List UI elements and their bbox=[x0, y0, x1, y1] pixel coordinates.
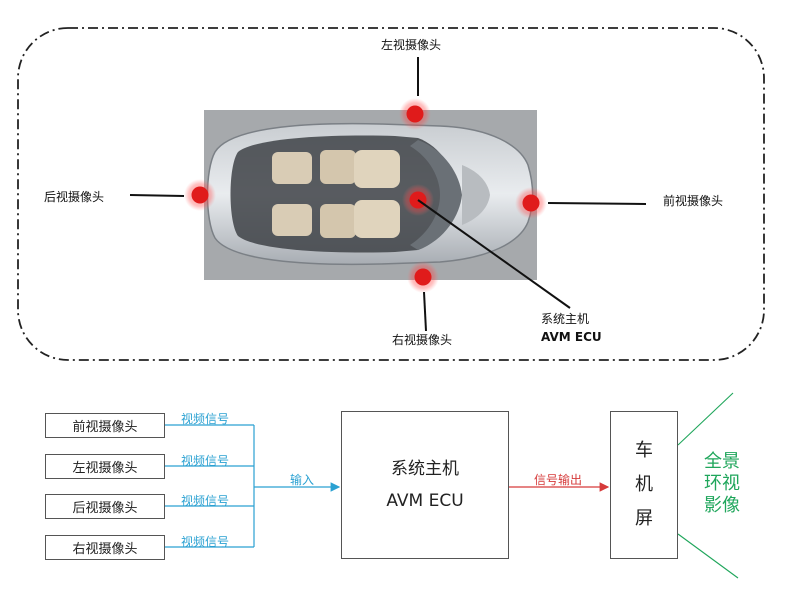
signal-lines bbox=[165, 424, 341, 548]
head-unit-screen-box: 车 机 屏 bbox=[610, 411, 678, 559]
screen-char: 车 bbox=[635, 440, 653, 461]
ecu-label-cn: 系统主机 bbox=[541, 312, 590, 326]
view-projection-lines bbox=[677, 392, 739, 579]
video-signal-label: 视频信号 bbox=[181, 535, 230, 549]
result-line: 全景 bbox=[704, 451, 740, 472]
screen-char: 屏 bbox=[635, 508, 653, 529]
front-camera-box: 前视摄像头 bbox=[45, 413, 165, 438]
rear-camera-label: 后视摄像头 bbox=[44, 190, 105, 204]
left-camera-box: 左视摄像头 bbox=[45, 454, 165, 479]
video-signal-label: 视频信号 bbox=[181, 412, 230, 426]
car-illustration bbox=[204, 110, 537, 280]
video-signal-label: 视频信号 bbox=[181, 454, 230, 468]
ecu-box-en: AVM ECU bbox=[386, 491, 464, 511]
ecu-label-en: AVM ECU bbox=[541, 330, 602, 344]
screen-char: 机 bbox=[635, 474, 653, 495]
surround-view-result: 全景 环视 影像 bbox=[693, 451, 751, 517]
camera-markers bbox=[184, 98, 547, 293]
vehicle-boundary bbox=[17, 27, 765, 361]
right-camera-box: 右视摄像头 bbox=[45, 535, 165, 560]
ecu-box: 系统主机 AVM ECU bbox=[341, 411, 509, 559]
result-line: 环视 bbox=[704, 473, 740, 494]
front-camera-label: 前视摄像头 bbox=[663, 194, 724, 208]
result-line: 影像 bbox=[704, 495, 740, 516]
ecu-box-cn: 系统主机 bbox=[391, 459, 459, 479]
right-camera-label: 右视摄像头 bbox=[392, 333, 453, 347]
leader-lines bbox=[129, 57, 647, 332]
rear-camera-box: 后视摄像头 bbox=[45, 494, 165, 519]
input-label: 输入 bbox=[290, 473, 315, 487]
output-label: 信号输出 bbox=[534, 473, 583, 487]
left-camera-label: 左视摄像头 bbox=[381, 38, 442, 52]
video-signal-label: 视频信号 bbox=[181, 494, 230, 508]
